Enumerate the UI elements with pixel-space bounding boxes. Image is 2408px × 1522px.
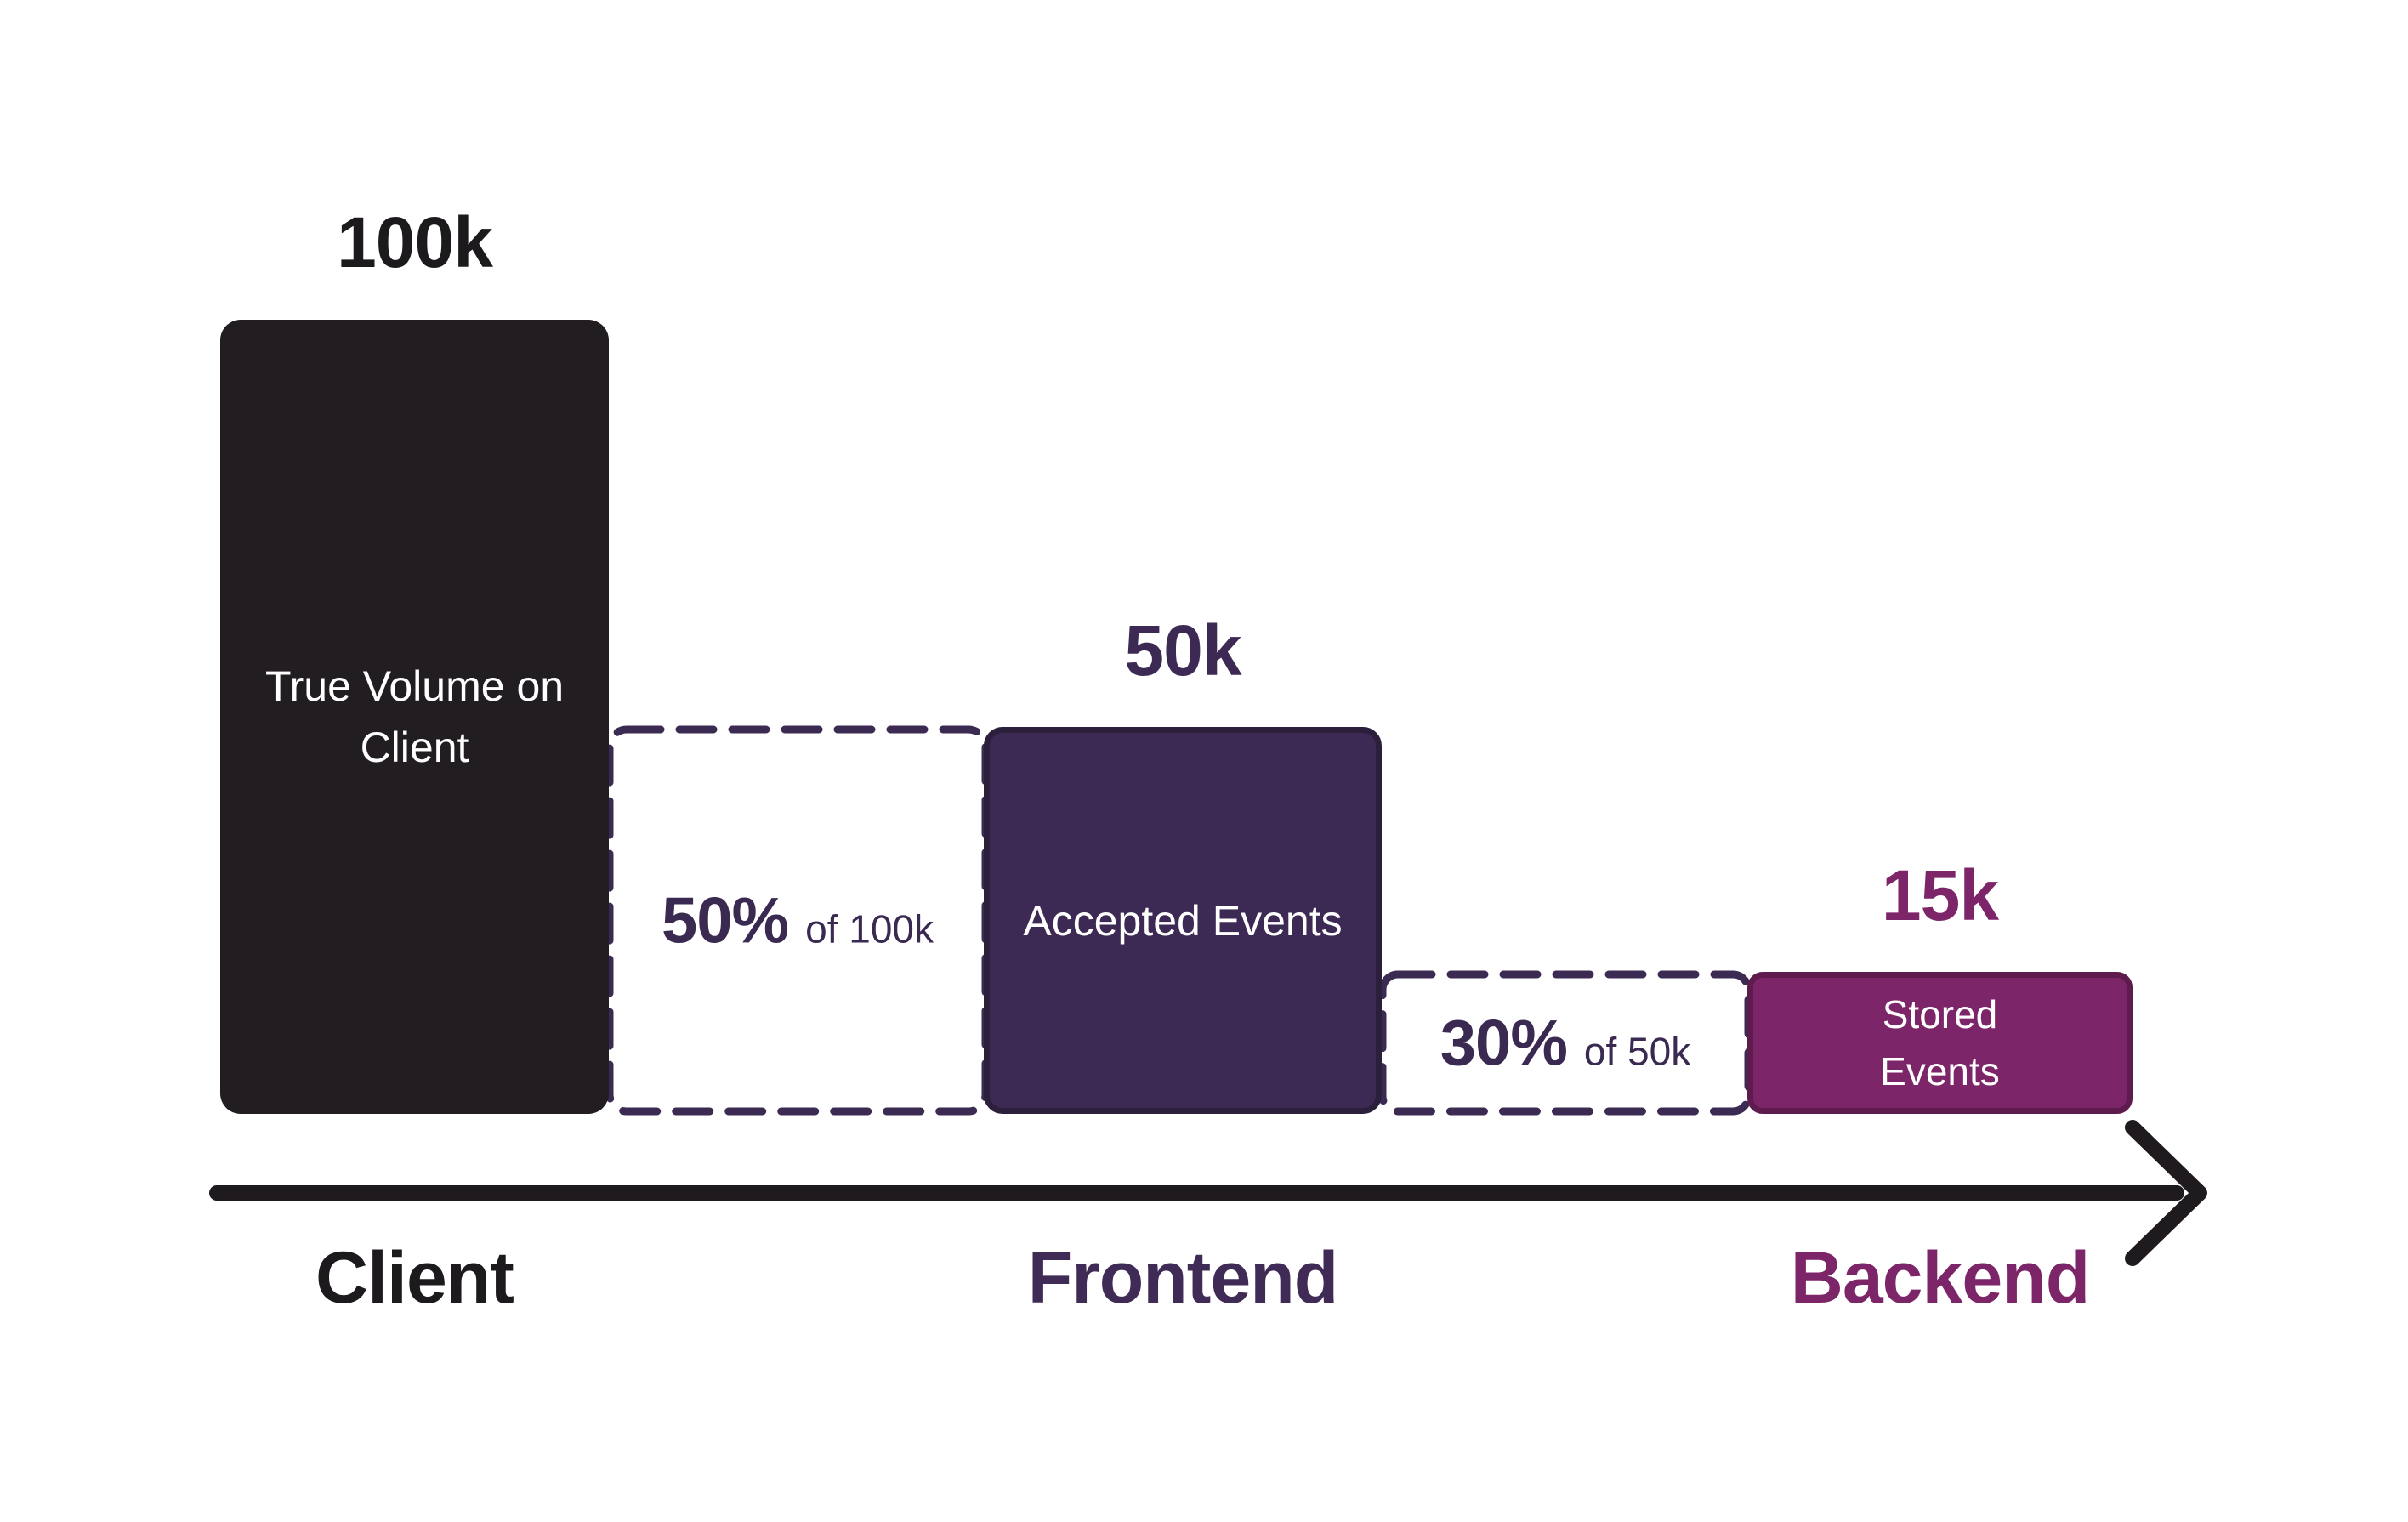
axis-label-client: Client <box>315 1236 514 1319</box>
dashed-outline-icon <box>1378 970 1752 1116</box>
bar-client: True Volume on Client <box>220 320 609 1114</box>
bar-label-client: True Volume on Client <box>264 662 565 772</box>
drop-annotation: 30% of 50k <box>1378 1006 1752 1080</box>
drop-box-client-to-frontend: 50% of 100k <box>605 725 990 1116</box>
drop-percentage: 30% <box>1440 1007 1568 1079</box>
bar-backend: Stored Events <box>1747 972 2133 1114</box>
drop-box-frontend-to-backend: 30% of 50k <box>1378 970 1752 1116</box>
axis-label-backend: Backend <box>1790 1236 2091 1319</box>
bar-frontend: Accepted Events <box>984 727 1382 1114</box>
count-label-backend: 15k <box>1881 855 1999 935</box>
flow-arrow-icon <box>209 1120 2207 1266</box>
drop-annotation: 50% of 100k <box>605 883 990 957</box>
drop-percentage: 50% <box>661 884 789 957</box>
bar-label-backend: Stored Events <box>1880 991 2000 1093</box>
count-label-frontend: 50k <box>1124 610 1241 690</box>
count-label-client: 100k <box>337 202 493 282</box>
axis-label-frontend: Frontend <box>1027 1236 1339 1319</box>
bar-label-frontend: Accepted Events <box>1023 896 1343 945</box>
drop-of-label: of 50k <box>1583 1029 1691 1073</box>
drop-of-label: of 100k <box>805 906 934 951</box>
